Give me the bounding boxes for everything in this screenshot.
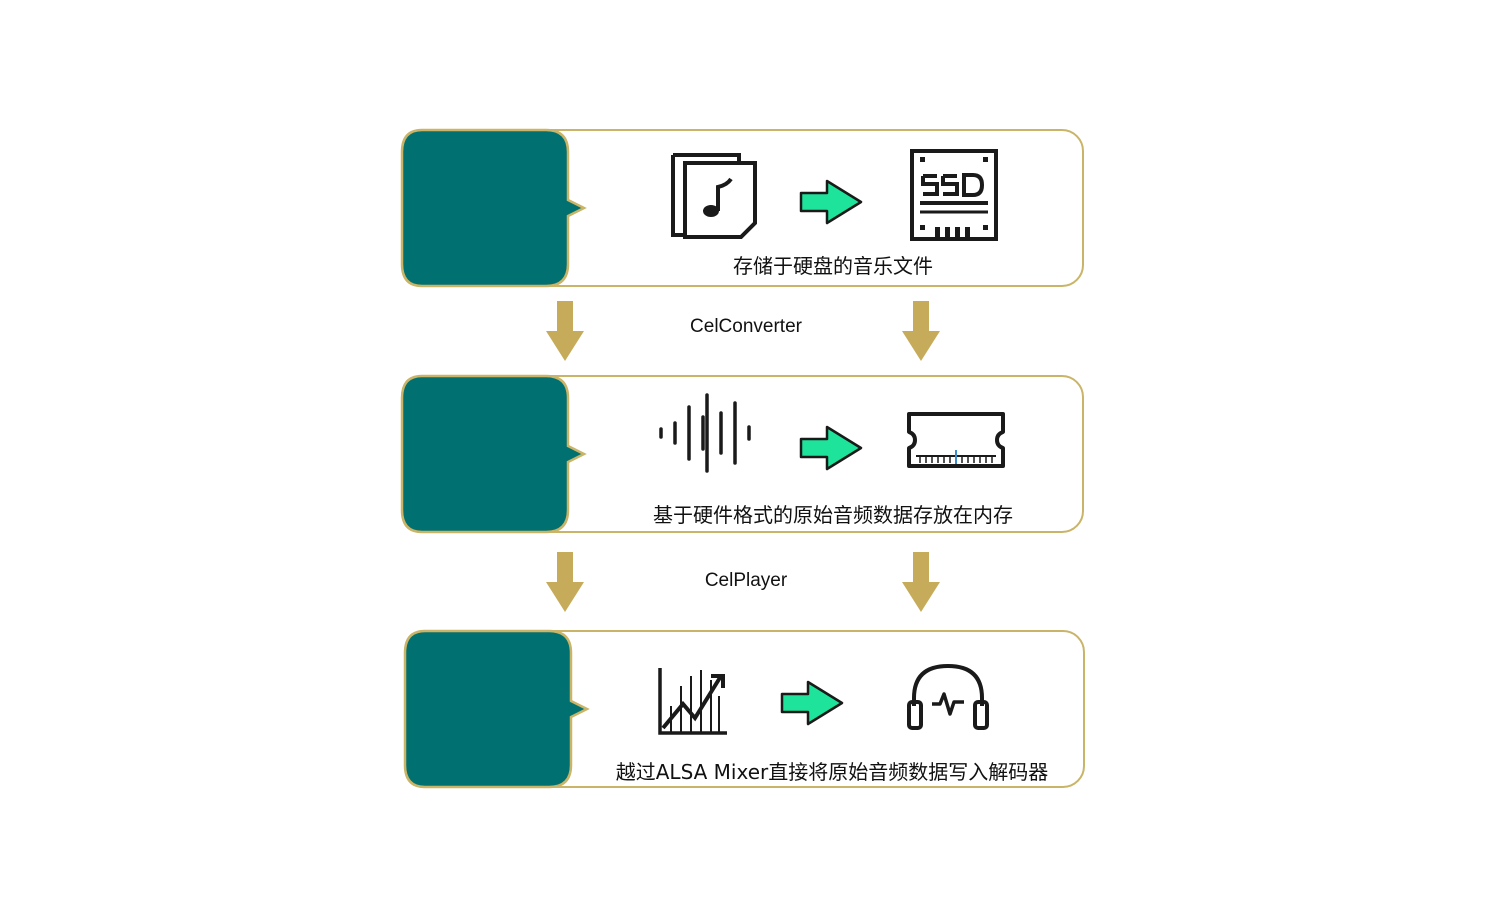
rising-chart-icon [658, 668, 727, 735]
panel-memory: 基于硬件格式的原始音频数据存放在内存 [400, 374, 1084, 534]
flow-arrow-icon [780, 680, 844, 726]
speech-bubble-shape [403, 629, 590, 789]
down-arrow-icon [546, 301, 584, 361]
down-arrow-icon [546, 552, 584, 612]
panel-storage: 存储于硬盘的音乐文件 [400, 128, 1084, 288]
memory-module-icon [907, 412, 1005, 468]
panel-caption: 存储于硬盘的音乐文件 [733, 254, 933, 278]
music-files-icon [671, 153, 757, 239]
step-label-celplayer: CelPlayer [704, 570, 788, 591]
headphones-icon [907, 663, 989, 730]
panel-caption: 越过ALSA Mixer直接将原始音频数据写入解码器 [615, 760, 1049, 784]
speech-bubble-shape [400, 128, 587, 288]
audio-waveform-icon [659, 393, 751, 473]
step-label-celconverter: CelConverter [690, 316, 802, 337]
down-arrow-icon [902, 301, 940, 361]
panel-caption: 基于硬件格式的原始音频数据存放在内存 [653, 503, 1013, 527]
speech-bubble-shape [400, 374, 587, 534]
panel-decoder: 越过ALSA Mixer直接将原始音频数据写入解码器 [403, 629, 1085, 789]
down-arrow-icon [902, 552, 940, 612]
flow-arrow-icon [799, 179, 863, 225]
ssd-icon [910, 149, 998, 241]
flow-arrow-icon [799, 425, 863, 471]
